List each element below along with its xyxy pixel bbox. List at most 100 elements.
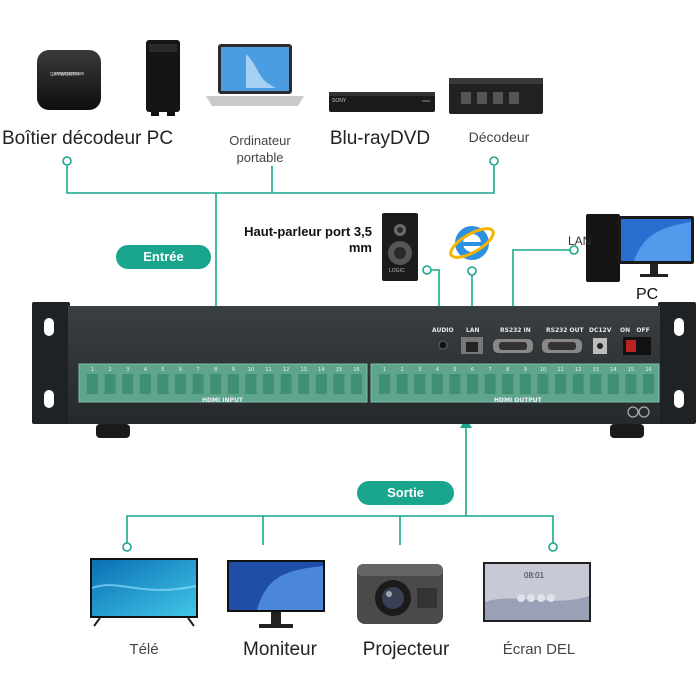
hdmi-input-port-1	[87, 374, 98, 394]
output-label-tv: Télé	[129, 641, 159, 658]
hdmi-input-number-2: 2	[109, 367, 112, 373]
speaker-icon	[382, 213, 418, 281]
led-screen-time: 08:01	[524, 571, 545, 580]
hdmi-input-port-6	[175, 374, 186, 394]
input-label-decoder: Décodeur	[468, 129, 530, 145]
audio-port-label: AUDIO	[432, 327, 454, 334]
hdmi-output-number-10: 10	[540, 367, 546, 373]
hdmi-output-number-13: 13	[593, 367, 599, 373]
tv-icon	[90, 558, 198, 628]
hdmi-input-port-2	[104, 374, 116, 394]
hdmi-output-number-12: 12	[575, 367, 581, 373]
hdmi-input-number-5: 5	[161, 367, 164, 373]
input-label-laptop: Ordinateur portable	[229, 133, 291, 165]
hdmi-input-port-13	[298, 374, 310, 394]
input-label-bluray: Blu-rayDVD	[329, 128, 431, 149]
hdmi-output-port-7	[484, 374, 496, 394]
bluray-brand: SONY	[332, 98, 347, 104]
rs232-in-label: RS232 IN	[500, 327, 531, 334]
pc-icon	[584, 212, 696, 286]
hdmi-input-number-1: 1	[91, 367, 94, 373]
hdmi-input-number-15: 15	[336, 367, 342, 373]
hdmi-output-port-13	[590, 374, 602, 394]
output-label-projector: Projecteur	[362, 639, 450, 660]
dc-label: DC12V	[589, 327, 612, 334]
hdmi-output-number-9: 9	[524, 367, 527, 373]
hdmi-input-number-16: 16	[353, 367, 359, 373]
hdmi-input-port-10	[245, 374, 257, 394]
tv-box-icon	[36, 48, 102, 114]
hdmi-output-label: HDMI OUTPUT	[494, 397, 542, 404]
hdmi-output-port-2	[396, 374, 408, 394]
hdmi-input-number-7: 7	[197, 367, 200, 373]
hdmi-output-number-16: 16	[645, 367, 651, 373]
hdmi-output-number-8: 8	[506, 367, 509, 373]
hdmi-output-port-16	[643, 374, 654, 394]
hdmi-output-number-5: 5	[453, 367, 456, 373]
hdmi-output-port-6	[467, 374, 478, 394]
speaker-label: Haut-parleur port 3,5 mm	[244, 224, 372, 255]
hdmi-output-port-8	[502, 374, 514, 394]
hdmi-output-port-10	[537, 374, 549, 394]
bluray-player-icon	[327, 88, 437, 116]
hdmi-output-port-1	[379, 374, 390, 394]
led-screen-icon	[483, 562, 591, 626]
lan-label: LAN	[568, 234, 592, 248]
hdmi-input-number-8: 8	[214, 367, 217, 373]
monitor-icon	[227, 560, 325, 632]
hdmi-output-number-11: 11	[557, 367, 563, 373]
hdmi-output-number-7: 7	[489, 367, 492, 373]
hdmi-input-number-14: 14	[318, 367, 324, 373]
hdmi-output-number-15: 15	[628, 367, 634, 373]
hdmi-input-port-5	[157, 374, 169, 394]
hdmi-input-port-7	[192, 374, 204, 394]
output-inner-lines	[262, 516, 401, 545]
lan-port-label: LAN	[466, 327, 480, 334]
hdmi-input-number-9: 9	[232, 367, 235, 373]
hdmi-output-number-6: 6	[471, 367, 474, 373]
hdmi-input-port-16	[351, 374, 362, 394]
hdmi-input-port-8	[210, 374, 222, 394]
hdmi-input-port-9	[227, 374, 239, 394]
hdmi-input-port-4	[139, 374, 151, 394]
hdmi-input-number-13: 13	[301, 367, 307, 373]
hdmi-output-number-4: 4	[436, 367, 439, 373]
hdmi-output-port-4	[431, 374, 443, 394]
laptop-icon	[206, 44, 304, 116]
hdmi-input-port-14	[315, 374, 327, 394]
hdmi-input-number-4: 4	[144, 367, 147, 373]
hdmi-output-port-12	[572, 374, 584, 394]
hdmi-input-number-10: 10	[248, 367, 254, 373]
hdmi-input-number-11: 11	[265, 367, 271, 373]
hdmi-output-number-1: 1	[383, 367, 386, 373]
hdmi-output-number-3: 3	[418, 367, 421, 373]
hdmi-output-port-14	[607, 374, 619, 394]
hdmi-output-port-11	[555, 374, 566, 394]
tvbox-brand: SKYWORTH	[50, 72, 79, 78]
speaker-brand: LOGIC	[389, 268, 405, 274]
pc-tower-icon	[143, 40, 183, 116]
entree-badge: Entrée	[116, 245, 211, 269]
output-label-monitor: Moniteur	[243, 639, 317, 660]
pc-label: PC	[636, 286, 659, 303]
hdmi-input-label: HDMI INPUT	[202, 397, 243, 404]
internet-explorer-icon	[447, 221, 497, 265]
input-label-tvbox: Boîtier décodeur PC	[1, 128, 174, 149]
hdmi-input-port-12	[280, 374, 292, 394]
input-bus-line	[66, 166, 495, 194]
rs232-line	[512, 249, 574, 318]
output-bus-right-line	[466, 515, 554, 545]
projector-icon	[355, 558, 445, 628]
hdmi-output-port-5	[449, 374, 461, 394]
hdmi-input-port-15	[333, 374, 345, 394]
hdmi-input-number-3: 3	[126, 367, 129, 373]
hdmi-output-number-14: 14	[610, 367, 616, 373]
power-switch-label: ON OFF	[620, 327, 650, 334]
decoder-icon	[447, 74, 545, 118]
hdmi-input-number-6: 6	[179, 367, 182, 373]
hdmi-output-port-9	[519, 374, 531, 394]
hdmi-output-port-15	[625, 374, 637, 394]
hdmi-input-port-11	[263, 374, 274, 394]
